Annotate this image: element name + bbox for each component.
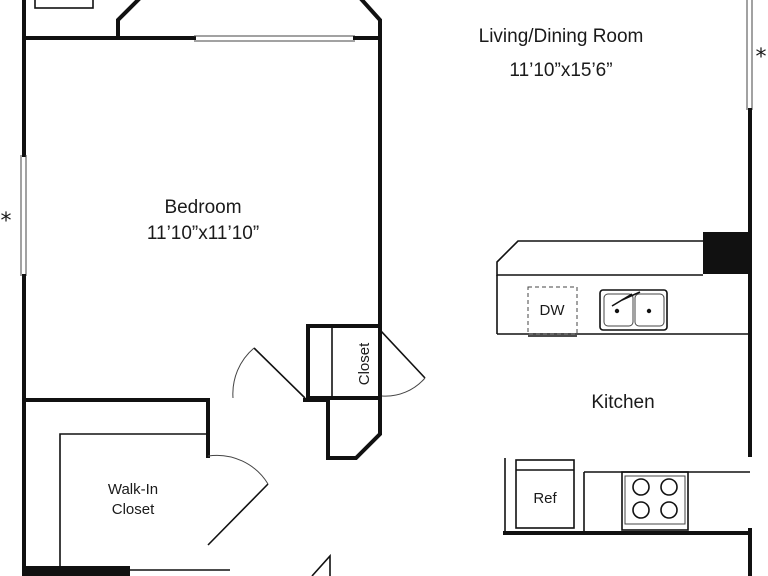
walk-in-closet bbox=[24, 398, 331, 576]
stove-icon bbox=[621, 471, 689, 531]
window-mark-left: * bbox=[1, 209, 12, 234]
living-room-name: Living/Dining Room bbox=[479, 26, 644, 47]
bedroom-door bbox=[232, 347, 306, 399]
refrigerator-icon bbox=[515, 459, 575, 529]
closet-label: Closet bbox=[356, 342, 373, 385]
bedroom-size: 11’10”x11’10” bbox=[147, 223, 259, 244]
window-mark-right: * bbox=[756, 45, 767, 70]
refrigerator-label: Ref bbox=[533, 490, 557, 507]
walk-in-closet-line2: Closet bbox=[112, 501, 155, 518]
top-left-walls bbox=[22, 0, 382, 40]
bedroom-walls bbox=[20, 35, 382, 576]
living-room-size: 11’10”x15’6” bbox=[509, 60, 612, 81]
closet bbox=[306, 324, 426, 460]
dishwasher-label: DW bbox=[540, 302, 566, 319]
kitchen-name: Kitchen bbox=[591, 392, 654, 413]
sink-icon bbox=[599, 289, 668, 331]
kitchen-counter-upper bbox=[496, 232, 750, 337]
right-wall bbox=[746, 0, 753, 576]
bedroom-name: Bedroom bbox=[164, 197, 241, 218]
walk-in-closet-line1: Walk-In bbox=[108, 481, 158, 498]
